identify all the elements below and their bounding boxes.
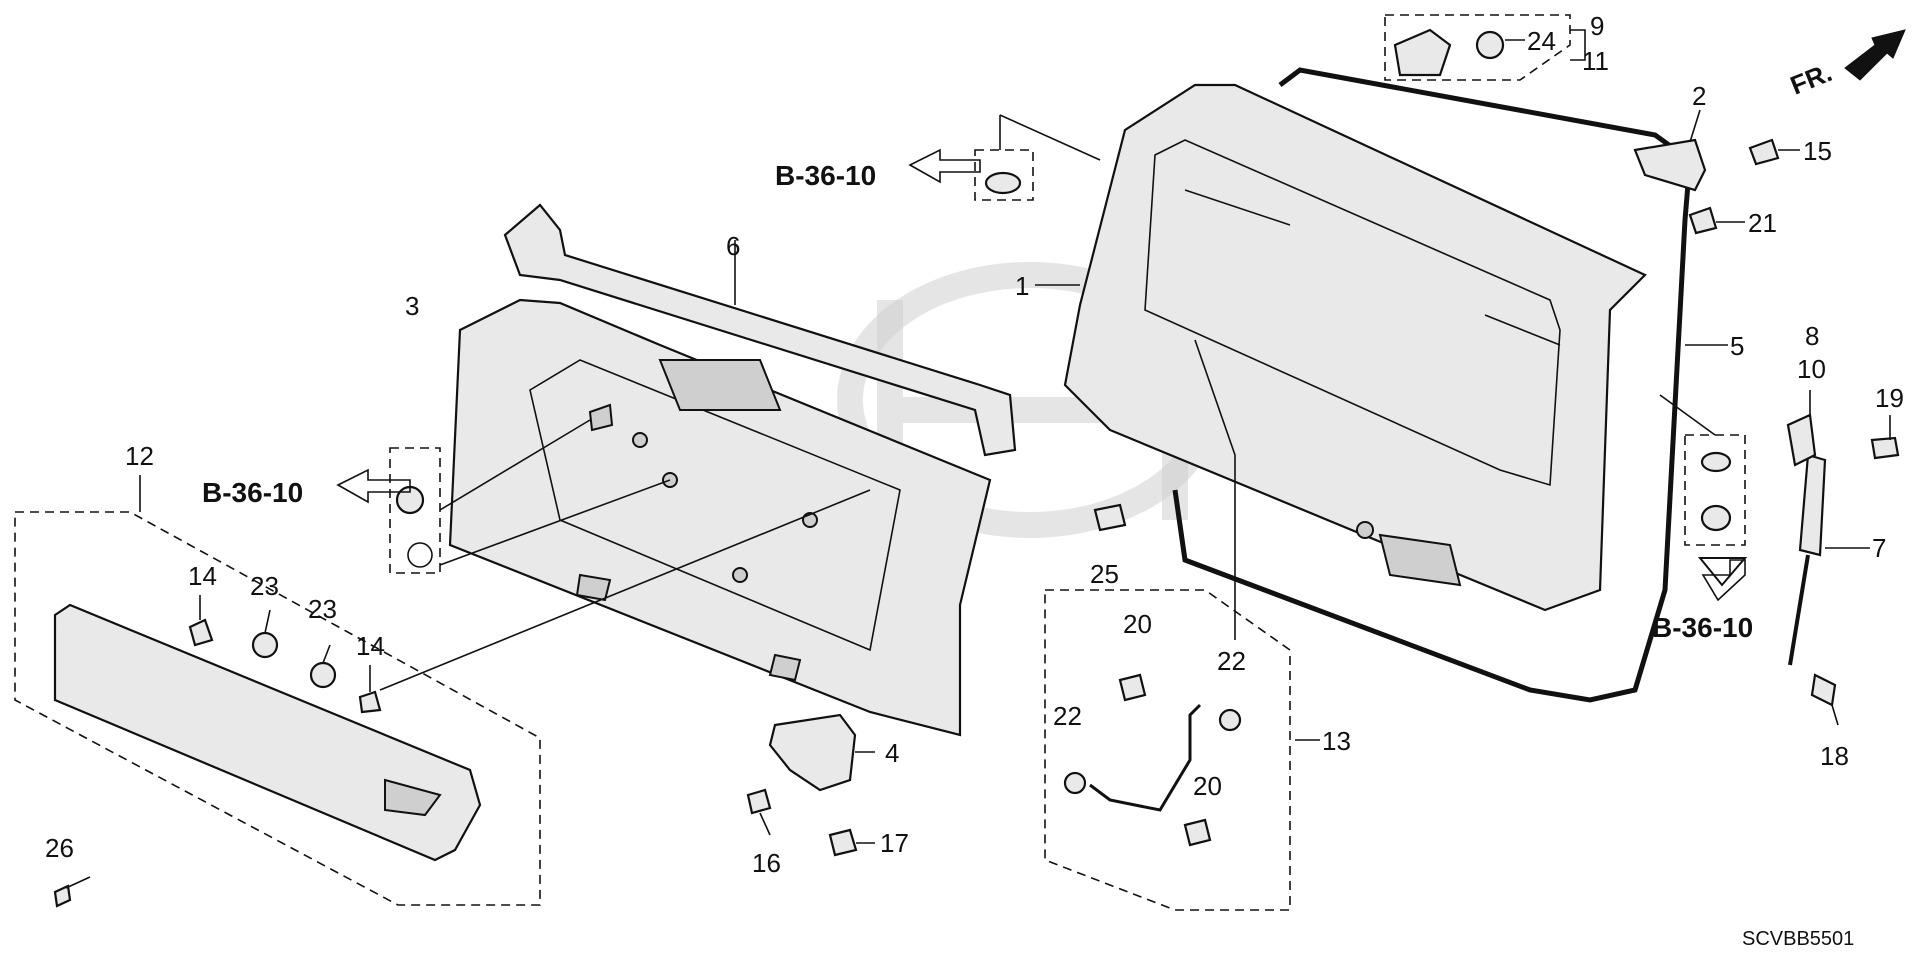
reference-arrows — [336, 148, 1748, 602]
callout-2: 2 — [1692, 81, 1706, 111]
diagram-code: SCVBB5501 — [1742, 928, 1854, 950]
ground-cable-group — [1044, 589, 1320, 911]
clip-25 — [1093, 503, 1127, 532]
front-direction-label: FR. — [1786, 57, 1836, 101]
callout-15: 15 — [1803, 136, 1832, 166]
reference-label-right: B-36-10 — [1652, 612, 1753, 643]
callout-1: 1 — [1015, 271, 1029, 301]
callout-25: 25 — [1090, 559, 1119, 589]
callout-10: 10 — [1797, 354, 1826, 384]
callout-24: 24 — [1527, 26, 1556, 56]
callout-7: 7 — [1872, 533, 1886, 563]
callout-8: 8 — [1805, 321, 1819, 351]
gas-strut — [1788, 453, 1870, 666]
callout-13: 13 — [1322, 726, 1351, 756]
latch-assembly — [746, 713, 875, 857]
front-direction-arrow: FR. — [1786, 29, 1906, 101]
callout-labels: 1 2 3 4 5 6 7 8 9 10 11 12 13 14 14 15 1… — [45, 11, 1904, 878]
callout-20a: 20 — [1123, 609, 1152, 639]
outer-tailgate — [1035, 83, 1647, 640]
bolt-18 — [1810, 673, 1837, 707]
reference-boxes — [379, 114, 1746, 691]
callout-23a: 23 — [250, 571, 279, 601]
callout-11: 11 — [1582, 46, 1609, 76]
callout-4: 4 — [885, 738, 899, 768]
callout-3: 3 — [405, 291, 419, 321]
callout-18: 18 — [1820, 741, 1849, 771]
callout-26: 26 — [45, 833, 74, 863]
callout-20b: 20 — [1193, 771, 1222, 801]
hinge-hardware — [1633, 109, 1800, 235]
strut-bracket — [1786, 390, 1900, 467]
callout-14b: 14 — [356, 631, 385, 661]
callout-5: 5 — [1730, 331, 1744, 361]
tailgate-weatherstrip-bar — [503, 203, 1017, 457]
callout-19: 19 — [1875, 383, 1904, 413]
door-seal — [1172, 67, 1728, 703]
callout-14a: 14 — [188, 561, 217, 591]
callout-12: 12 — [125, 441, 154, 471]
reference-label-left: B-36-10 — [202, 477, 303, 508]
callout-22a: 22 — [1053, 701, 1082, 731]
callout-16: 16 — [752, 848, 781, 878]
callout-17: 17 — [880, 828, 909, 858]
trim-fasteners — [53, 595, 382, 908]
reference-label-top: B-36-10 — [775, 160, 876, 191]
lower-trim-panel — [53, 603, 482, 862]
callout-22b: 22 — [1217, 646, 1246, 676]
lower-trim-group — [14, 475, 541, 906]
callout-23b: 23 — [308, 594, 337, 624]
callout-21: 21 — [1748, 208, 1777, 238]
callout-9: 9 — [1590, 11, 1604, 41]
upper-bracket-group — [1384, 14, 1586, 81]
inner-tailgate-panel — [448, 298, 992, 737]
callout-6: 6 — [726, 231, 740, 261]
